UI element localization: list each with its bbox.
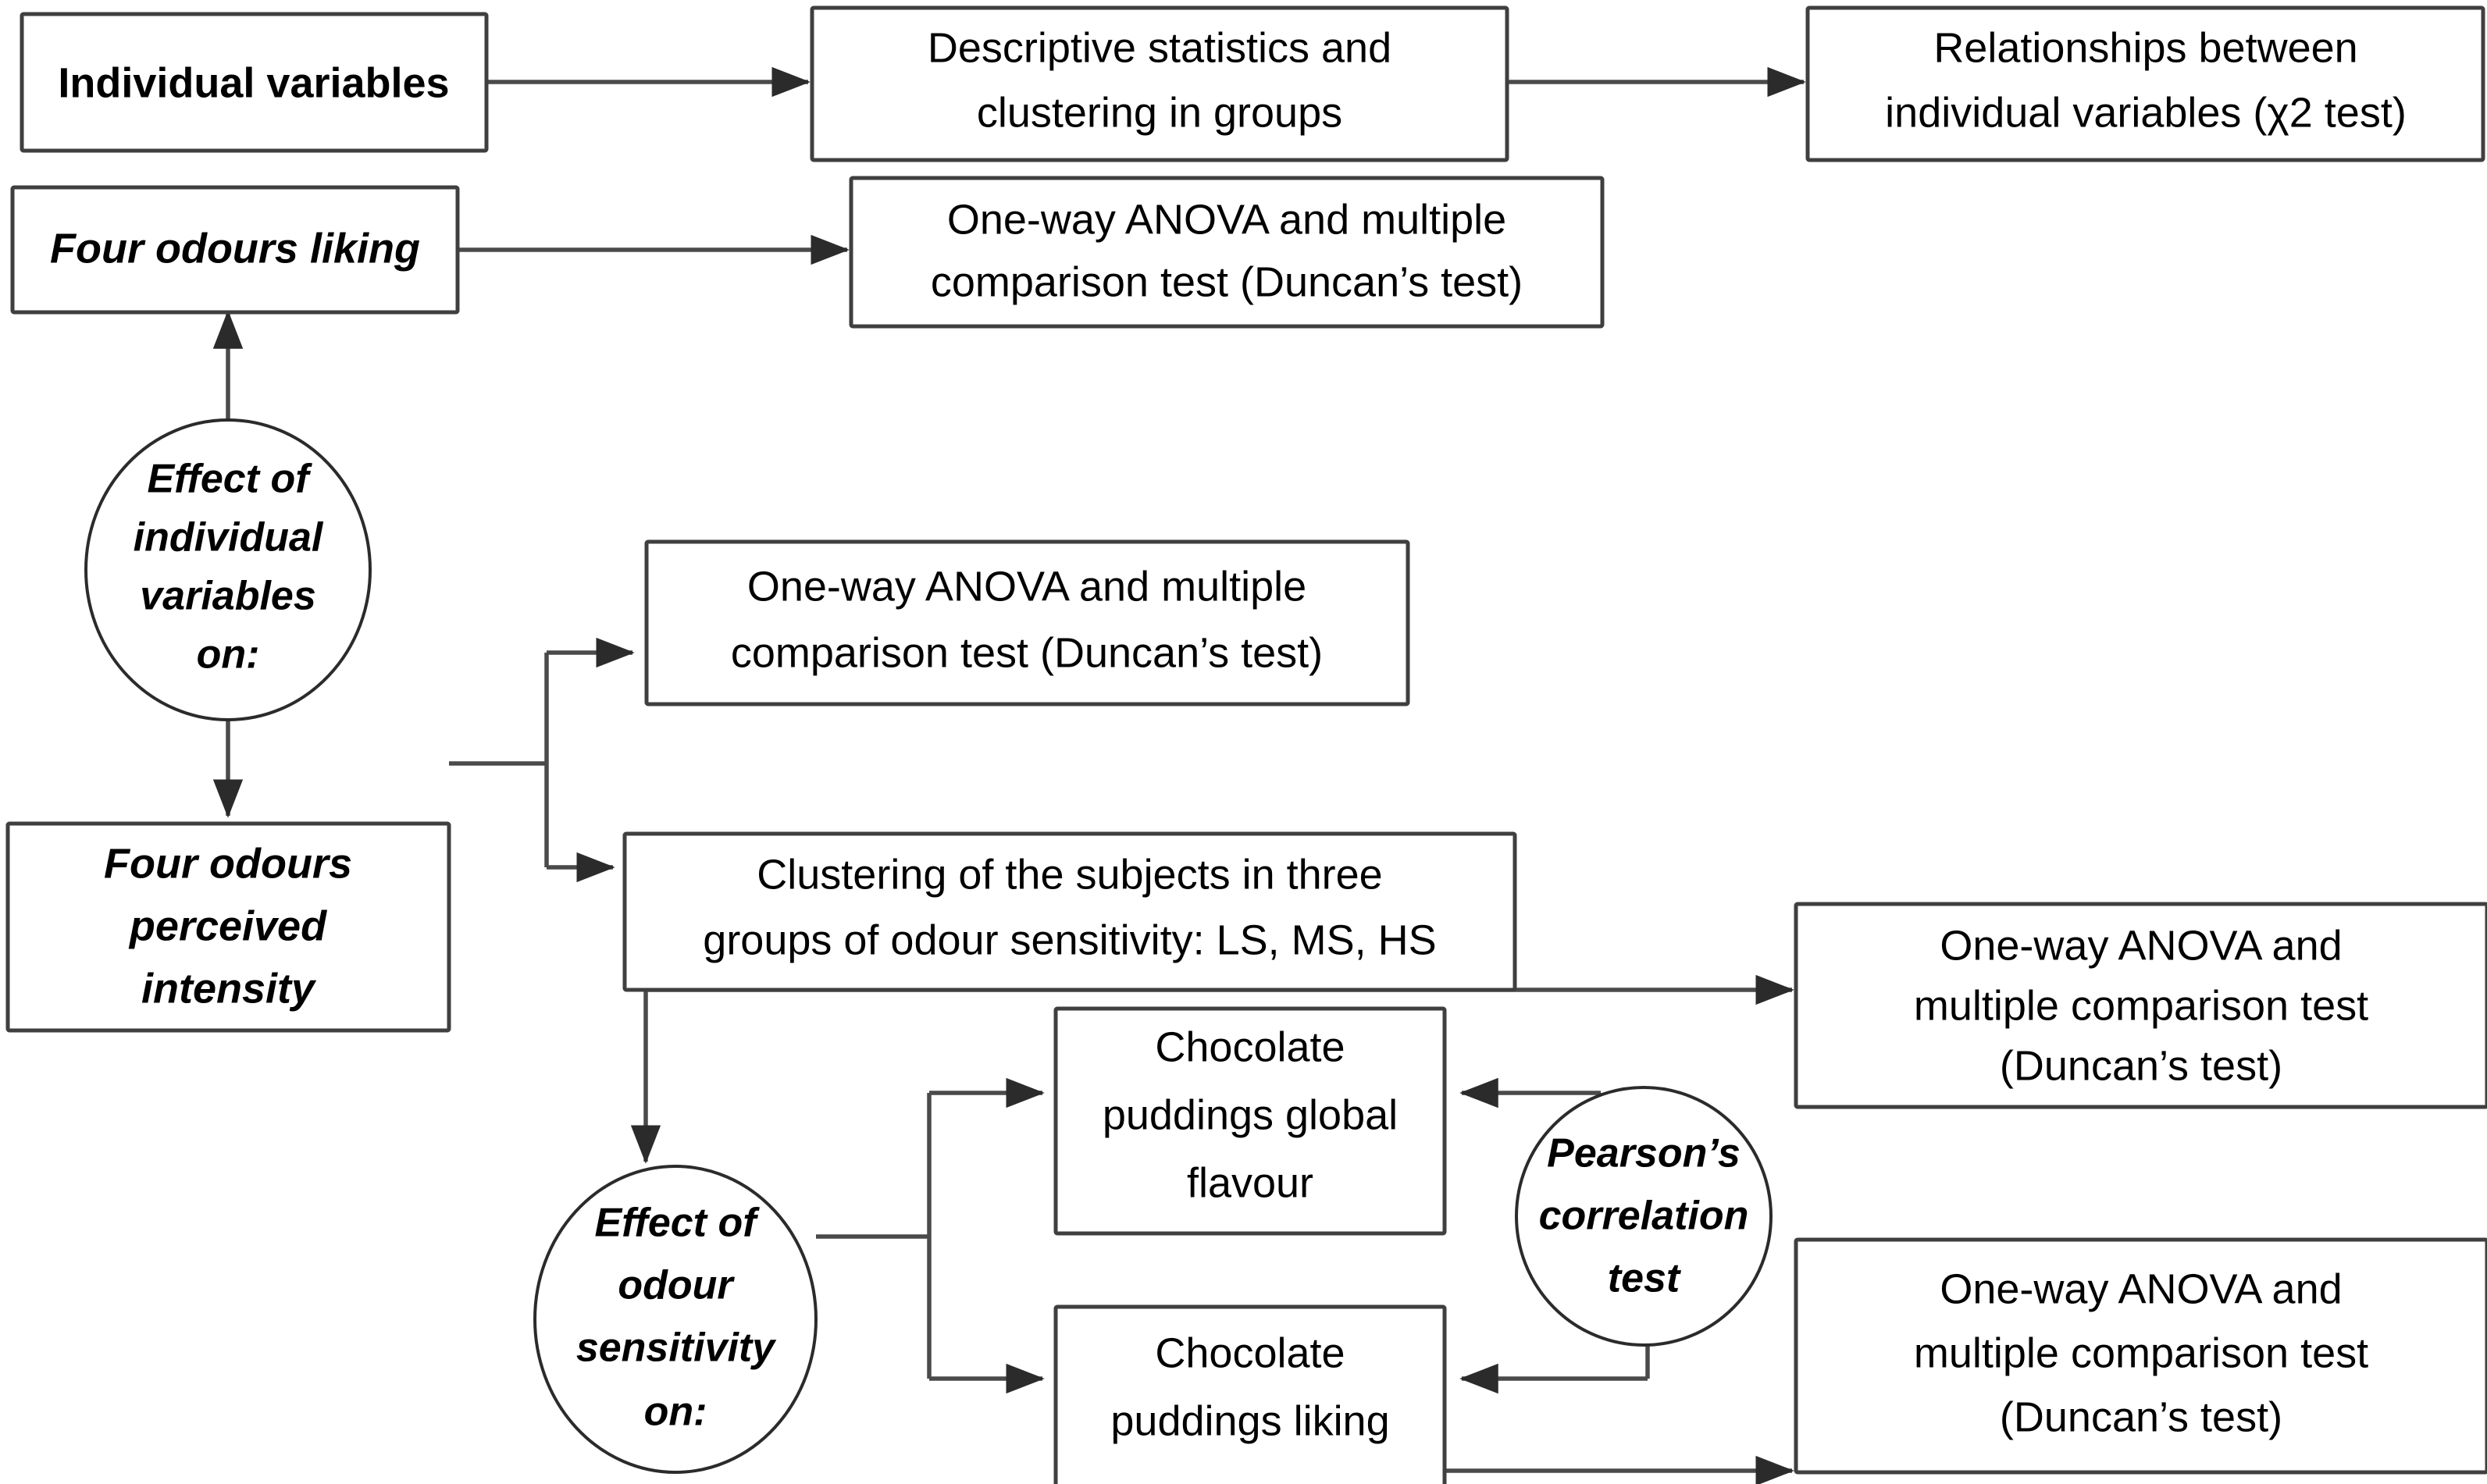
node-relationships-chi2-line-1: individual variables (χ2 test) (1885, 89, 2407, 136)
node-descriptive-statistics[interactable]: Descriptive statistics and clustering in… (810, 5, 1509, 162)
node-anova-liking-line-1: comparison test (Duncan’s test) (931, 258, 1523, 305)
node-anova-liking[interactable]: One-way ANOVA and multiple comparison te… (849, 176, 1605, 329)
node-individual-variables[interactable]: Individual variables (20, 12, 489, 153)
node-chocolate-liking-line-0: Chocolate (1155, 1329, 1345, 1376)
node-effect-individual-variables-line-0: Effect of (147, 457, 312, 502)
node-chocolate-global-flavour-line-2: flavour (1187, 1159, 1313, 1206)
node-effect-odour-sensitivity-line-1: odour (618, 1263, 735, 1308)
node-clustering-sensitivity-line-1: groups of odour sensitivity: LS, MS, HS (703, 916, 1436, 963)
node-four-odours-intensity[interactable]: Four odours perceived intensity (5, 821, 451, 1033)
node-pearson-correlation[interactable]: Pearson’s correlation test (1515, 1086, 1773, 1347)
node-anova-flavour-line-2: (Duncan’s test) (2000, 1042, 2282, 1089)
node-four-odours-intensity-line-1: perceived (128, 902, 327, 949)
node-four-odours-intensity-line-2: intensity (141, 965, 317, 1012)
node-chocolate-global-flavour-line-1: puddings global (1103, 1091, 1398, 1138)
node-chocolate-liking[interactable]: Chocolate puddings liking (1053, 1304, 1447, 1484)
node-pearson-correlation-line-2: test (1608, 1256, 1682, 1301)
node-anova-intensity-line-0: One-way ANOVA and multiple (747, 563, 1306, 610)
node-four-odours-liking-line-0: Four odours liking (50, 225, 420, 272)
node-effect-odour-sensitivity[interactable]: Effect of odour sensitivity on: (533, 1165, 818, 1474)
node-effect-individual-variables-line-3: on: (197, 632, 260, 678)
node-anova-chocolate-liking-line-0: One-way ANOVA and (1940, 1265, 2342, 1312)
node-clustering-sensitivity-line-0: Clustering of the subjects in three (757, 851, 1382, 898)
node-effect-odour-sensitivity-line-2: sensitivity (576, 1326, 777, 1371)
node-chocolate-global-flavour[interactable]: Chocolate puddings global flavour (1053, 1006, 1447, 1236)
node-anova-chocolate-liking-line-2: (Duncan’s test) (2000, 1393, 2282, 1440)
node-anova-intensity-line-1: comparison test (Duncan’s test) (731, 629, 1323, 676)
node-chocolate-global-flavour-line-0: Chocolate (1155, 1023, 1345, 1070)
node-pearson-correlation-line-1: correlation (1539, 1194, 1749, 1239)
nodes-layer: Individual variables Descriptive statist… (5, 5, 2487, 1484)
node-effect-odour-sensitivity-line-0: Effect of (594, 1201, 760, 1246)
node-anova-liking-line-0: One-way ANOVA and multiple (947, 196, 1506, 243)
node-four-odours-intensity-line-0: Four odours (104, 840, 352, 887)
node-anova-intensity[interactable]: One-way ANOVA and multiple comparison te… (644, 539, 1410, 706)
node-anova-flavour-line-1: multiple comparison test (1914, 982, 2368, 1029)
node-descriptive-statistics-line-0: Descriptive statistics and (928, 24, 1391, 71)
node-relationships-chi2[interactable]: Relationships between individual variabl… (1805, 5, 2485, 162)
node-effect-individual-variables-line-1: individual (134, 515, 324, 561)
node-pearson-correlation-line-0: Pearson’s (1547, 1131, 1741, 1176)
node-anova-flavour-line-0: One-way ANOVA and (1940, 922, 2342, 969)
node-clustering-sensitivity[interactable]: Clustering of the subjects in three grou… (622, 831, 1517, 992)
node-chocolate-liking-line-1: puddings liking (1110, 1397, 1389, 1444)
node-four-odours-liking[interactable]: Four odours liking (10, 185, 460, 315)
node-effect-odour-sensitivity-line-3: on: (644, 1390, 707, 1435)
node-effect-individual-variables-line-2: variables (140, 574, 316, 619)
node-descriptive-statistics-line-1: clustering in groups (977, 89, 1342, 136)
connectors-layer (212, 66, 1806, 1484)
node-anova-chocolate-liking[interactable]: One-way ANOVA and multiple comparison te… (1794, 1237, 2487, 1475)
node-relationships-chi2-line-0: Relationships between (1933, 24, 2357, 71)
node-effect-individual-variables[interactable]: Effect of individual variables on: (84, 418, 372, 721)
node-anova-chocolate-liking-line-1: multiple comparison test (1914, 1329, 2368, 1376)
node-anova-flavour[interactable]: One-way ANOVA and multiple comparison te… (1794, 902, 2487, 1109)
node-individual-variables-line-0: Individual variables (58, 59, 449, 106)
